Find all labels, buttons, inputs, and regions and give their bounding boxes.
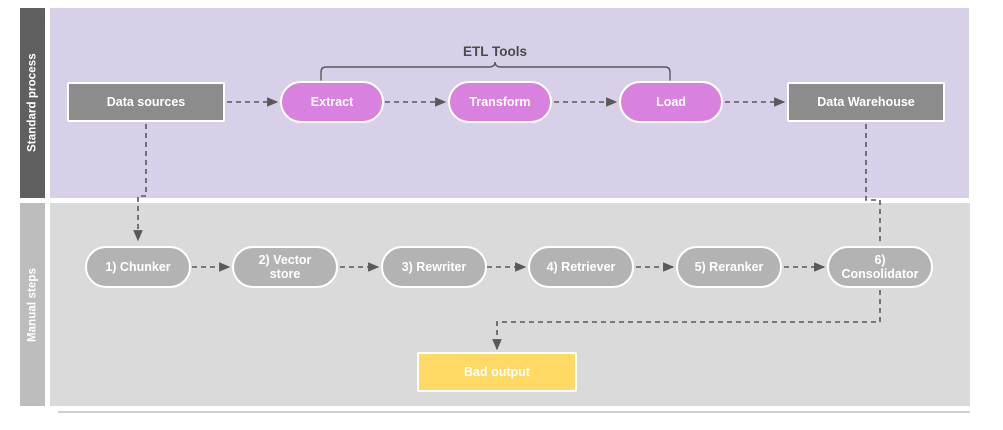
lane-header-standard-process: Standard process <box>20 8 45 198</box>
node-rewriter[interactable]: 3) Rewriter <box>381 246 487 288</box>
etl-tools-label: ETL Tools <box>463 44 527 59</box>
node-vector-store[interactable]: 2) Vector store <box>232 246 338 288</box>
node-data-warehouse[interactable]: Data Warehouse <box>787 82 945 122</box>
node-data-sources[interactable]: Data sources <box>67 82 225 122</box>
node-retriever[interactable]: 4) Retriever <box>528 246 634 288</box>
node-reranker[interactable]: 5) Reranker <box>676 246 782 288</box>
node-extract[interactable]: Extract <box>280 81 384 123</box>
node-load[interactable]: Load <box>619 81 723 123</box>
lane-header-manual-steps: Manual steps <box>20 203 45 406</box>
node-bad-output[interactable]: Bad output <box>417 352 577 392</box>
bottom-divider-rule <box>58 411 970 413</box>
node-consolidator[interactable]: 6) Consolidator <box>827 246 933 288</box>
node-transform[interactable]: Transform <box>448 81 552 123</box>
node-chunker[interactable]: 1) Chunker <box>85 246 191 288</box>
